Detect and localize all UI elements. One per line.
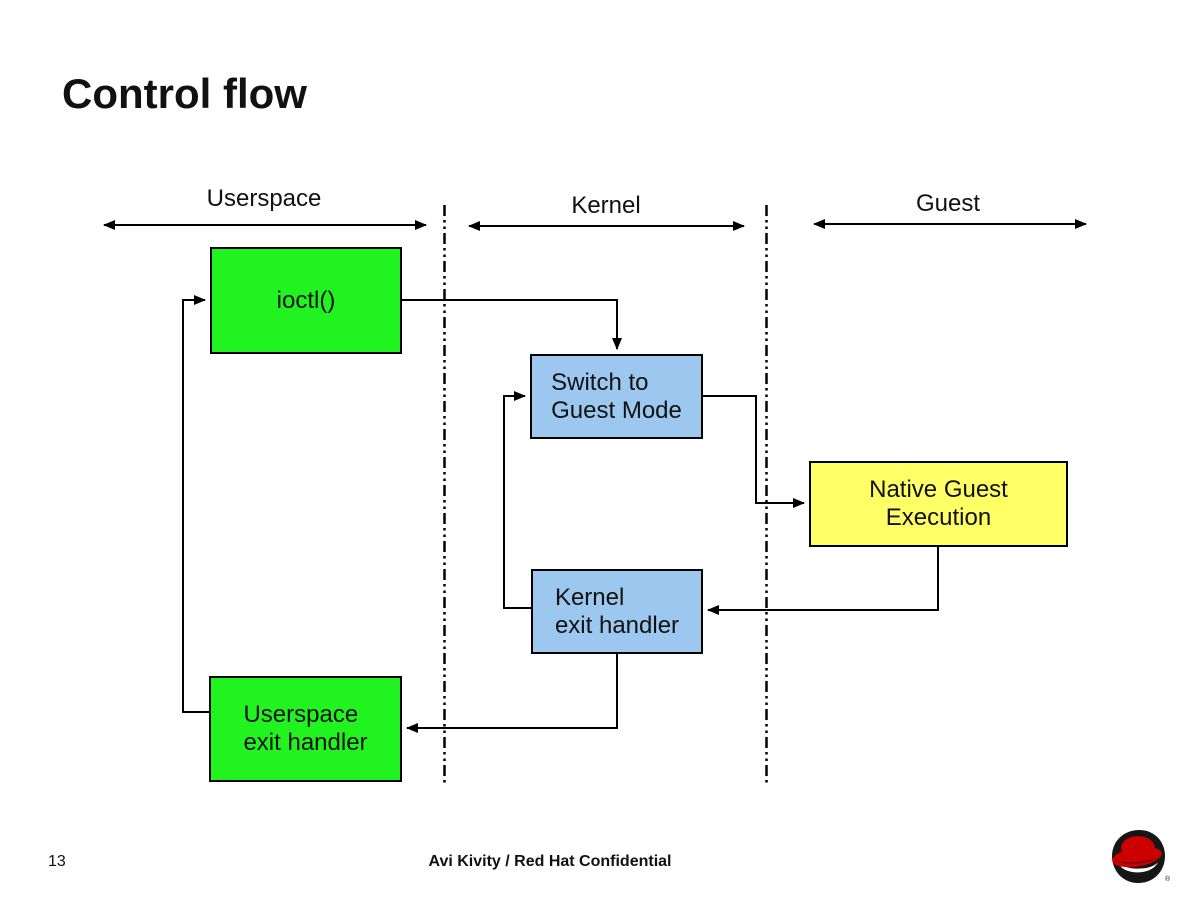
node-kernel-exit-line2: exit handler	[554, 611, 680, 639]
node-switch-line1: Switch to	[551, 368, 649, 396]
node-native-guest-execution: Native Guest Execution	[809, 461, 1068, 547]
logo-brim-shade	[1114, 856, 1160, 864]
edge-userspace-exit-to-ioctl	[182, 295, 209, 713]
node-userspace-exit-line2: exit handler	[243, 729, 368, 756]
page-title: Control flow	[62, 70, 307, 117]
node-ioctl: ioctl()	[210, 247, 402, 354]
node-native-line2: Execution	[885, 504, 992, 531]
red-hat-logo-icon: ®	[1112, 830, 1171, 883]
edge-ioctl-to-switch	[402, 299, 622, 350]
footer-confidential-text: Avi Kivity / Red Hat Confidential	[428, 853, 672, 870]
node-kernel-exit-line1: Kernel	[554, 583, 625, 611]
logo-registered-mark: ®	[1165, 875, 1171, 883]
node-switch-line2: Guest Mode	[551, 396, 682, 424]
node-ioctl-label: ioctl()	[276, 286, 336, 314]
node-userspace-exit-handler: Userspace exit handler	[209, 676, 402, 782]
region-label-userspace: Userspace	[206, 185, 322, 212]
region-label-guest: Guest	[915, 190, 981, 217]
logo-face	[1119, 862, 1158, 873]
edge-native-to-kernel-exit	[707, 547, 939, 615]
node-kernel-exit-handler: Kernel exit handler	[531, 569, 703, 654]
page-number: 13	[48, 853, 66, 870]
edge-kernel-exit-to-userspace-exit	[406, 653, 618, 733]
node-switch-to-guest-mode: Switch to Guest Mode	[530, 354, 703, 439]
edge-switch-to-native	[703, 395, 805, 508]
node-userspace-exit-line1: Userspace	[243, 701, 359, 728]
node-native-line1: Native Guest	[869, 476, 1008, 503]
edge-kernel-exit-to-switch	[503, 391, 531, 609]
region-label-kernel: Kernel	[571, 192, 641, 219]
